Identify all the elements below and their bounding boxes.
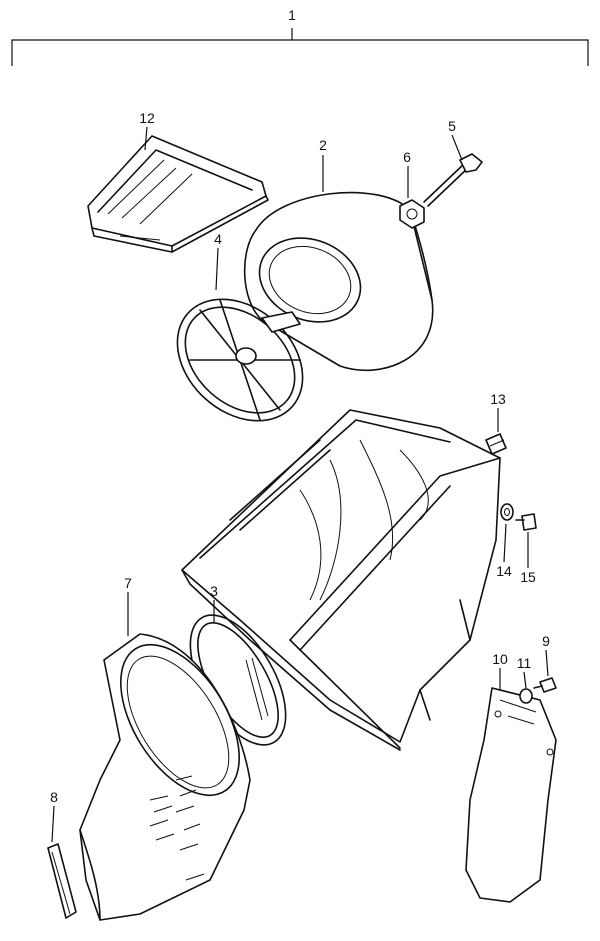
callout-8: 8 <box>50 789 58 805</box>
part-6-nut <box>399 166 425 229</box>
part-10-side-cover <box>465 668 557 903</box>
assembly-bracket <box>11 28 589 66</box>
part-5-bolt <box>423 134 483 207</box>
callout-6: 6 <box>403 149 411 165</box>
part-12-cover <box>87 126 269 253</box>
part-13-clip <box>485 408 507 455</box>
part-8-clamp <box>47 805 77 919</box>
part-7-intake-boot <box>79 592 251 921</box>
callout-14: 14 <box>496 563 512 579</box>
part-15-screw <box>515 513 537 568</box>
callout-15: 15 <box>520 569 536 585</box>
airbox-body <box>181 409 501 751</box>
part-11-grommet <box>519 671 533 704</box>
callout-3: 3 <box>210 583 218 599</box>
part-9-screw <box>533 649 557 693</box>
callout-1: 1 <box>288 7 296 23</box>
callout-10: 10 <box>492 651 508 667</box>
part-4-frame <box>176 247 304 422</box>
callout-4: 4 <box>214 231 222 247</box>
callout-5: 5 <box>448 118 456 134</box>
callout-7: 7 <box>124 575 132 591</box>
callout-11: 11 <box>517 655 532 671</box>
part-14-washer <box>500 503 514 563</box>
callout-2: 2 <box>319 137 327 153</box>
callout-13: 13 <box>490 391 506 407</box>
callout-12: 12 <box>139 110 155 126</box>
part-2-filter <box>243 155 434 371</box>
callout-9: 9 <box>542 633 550 649</box>
